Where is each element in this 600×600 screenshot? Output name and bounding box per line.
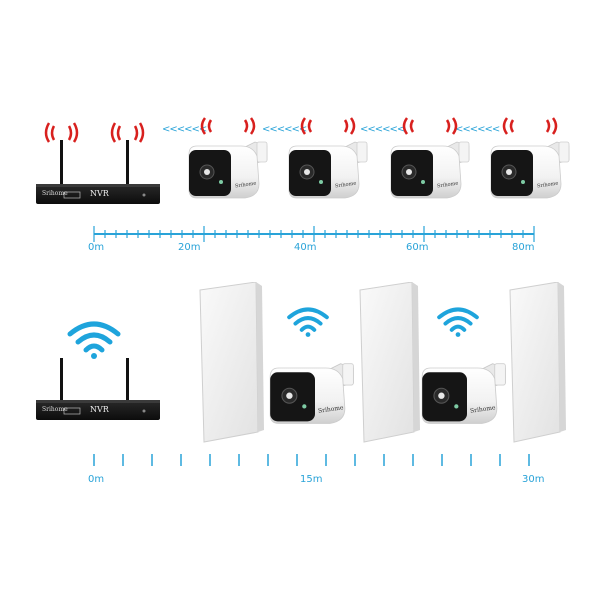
camera-top-3: Srihome bbox=[385, 116, 481, 206]
wifi-icon bbox=[67, 321, 121, 359]
chevron-1: <<<<<< bbox=[162, 124, 207, 135]
bottom-scale-label-15: 15m bbox=[300, 474, 323, 485]
camera-top-4: Srihome bbox=[485, 116, 581, 206]
wall-panel-1 bbox=[199, 282, 264, 443]
camera-top-2: Srihome bbox=[283, 116, 379, 206]
chevron-4: <<<<<< bbox=[455, 124, 500, 135]
top-scale-ruler bbox=[93, 226, 535, 242]
chevron-2: <<<<<< bbox=[262, 124, 307, 135]
top-scale-label-40: 40m bbox=[294, 242, 317, 253]
bottom-scale-label-30: 30m bbox=[522, 474, 545, 485]
bottom-scale-ruler bbox=[93, 454, 530, 466]
nvr-label: NVR bbox=[90, 405, 109, 414]
top-scale-label-0: 0m bbox=[88, 242, 105, 253]
bottom-scale-label-0: 0m bbox=[88, 474, 105, 485]
wifi-icon bbox=[287, 307, 329, 337]
camera-bottom-2: Srihome bbox=[414, 336, 520, 432]
nvr-label: NVR bbox=[90, 189, 109, 198]
top-scale-label-20: 20m bbox=[178, 242, 201, 253]
nvr-brand-label: Srihome bbox=[42, 406, 68, 413]
wall-panel-2 bbox=[359, 282, 420, 443]
nvr-device-bottom: Srihome NVR bbox=[34, 346, 164, 426]
wifi-icon bbox=[437, 307, 479, 337]
wall-panel-3 bbox=[509, 282, 566, 443]
top-scale-label-60: 60m bbox=[406, 242, 429, 253]
nvr-device-top: Srihome NVR bbox=[34, 120, 164, 210]
top-scale-label-80: 80m bbox=[512, 242, 535, 253]
nvr-brand-label: Srihome bbox=[42, 190, 68, 197]
camera-top-1: Srihome bbox=[183, 116, 279, 206]
chevron-3: <<<<<< bbox=[360, 124, 405, 135]
camera-bottom-1: Srihome bbox=[262, 336, 368, 432]
